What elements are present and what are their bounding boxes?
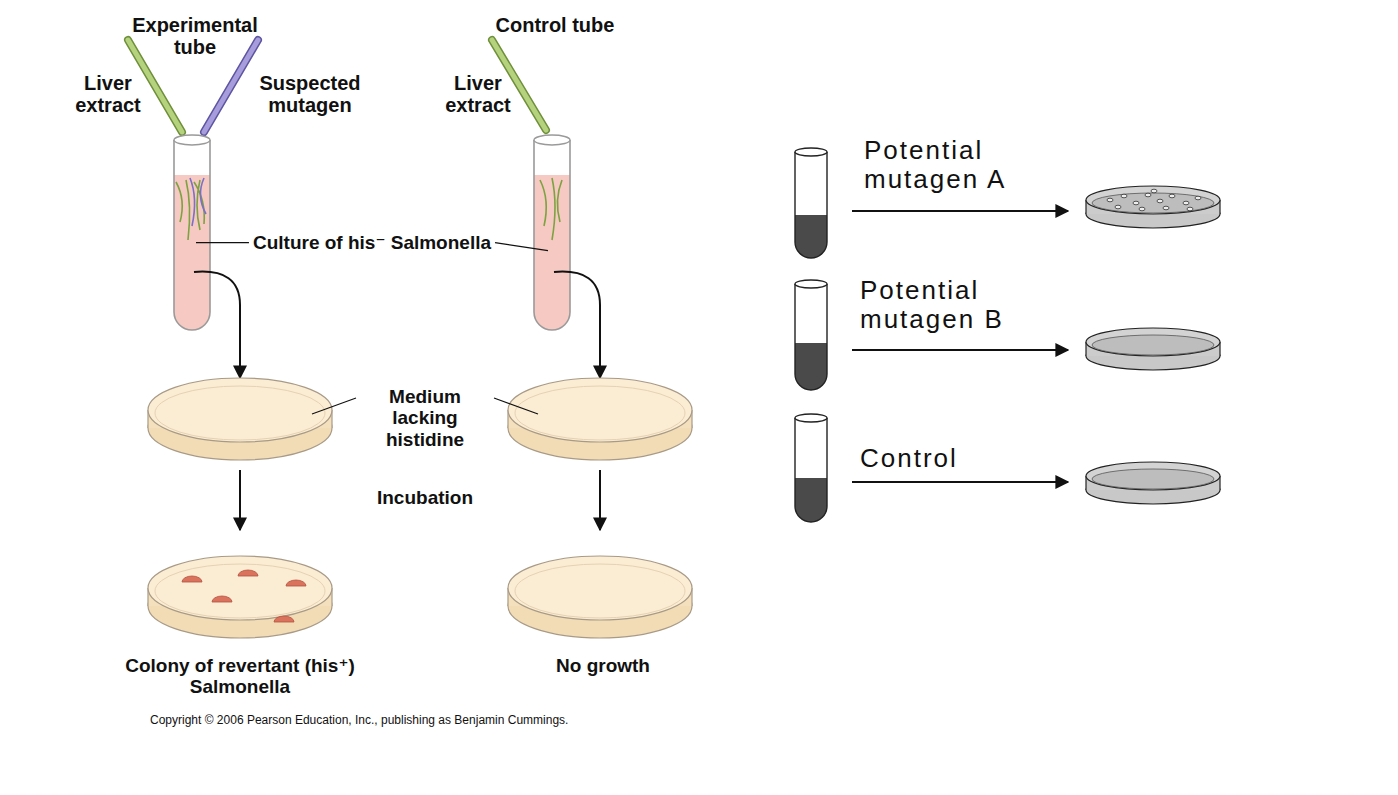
transfer-arrow	[554, 272, 600, 378]
illustration-part	[795, 280, 827, 288]
petri-dish	[508, 556, 692, 638]
illustration-part	[534, 140, 570, 330]
illustration-part	[1183, 201, 1189, 205]
illustration-part	[1139, 207, 1145, 211]
petri-dish	[1086, 328, 1220, 370]
illustration-part	[212, 596, 232, 602]
illustration-part	[238, 570, 258, 576]
sample-label: Control	[860, 444, 1040, 473]
illustration-part	[190, 178, 206, 226]
result-label: No growth	[523, 655, 683, 676]
illustration-part	[274, 616, 294, 622]
test-tube	[795, 148, 827, 522]
bacterial-colony	[1107, 189, 1201, 211]
illustration-part	[174, 175, 210, 330]
illustration-part	[1145, 193, 1151, 197]
reagent-label: Suspected mutagen	[250, 72, 370, 117]
culture-label: Culture of his⁻ Salmonella	[253, 232, 491, 253]
illustration-part	[795, 148, 827, 156]
illustration-part	[1163, 206, 1169, 210]
leader-lines	[196, 243, 548, 414]
illustration-part	[534, 175, 570, 330]
reagent-label: Liver extract	[63, 72, 153, 117]
illustration-part	[795, 414, 827, 422]
illustration-part	[1151, 189, 1157, 193]
illustration-part	[1195, 196, 1201, 200]
petri-dish	[148, 378, 332, 460]
illustration-part	[795, 152, 827, 258]
illustration-part	[540, 178, 562, 240]
illustration-part	[1115, 205, 1121, 209]
leader-line	[495, 243, 548, 251]
illustration-part	[1133, 201, 1139, 205]
test-tube	[534, 135, 570, 330]
step-label: Incubation	[355, 487, 495, 508]
reagent-label: Liver extract	[433, 72, 523, 117]
sample-label: Potential mutagen A	[864, 136, 1044, 194]
petri-dish	[1086, 462, 1220, 504]
illustration-part	[795, 284, 827, 390]
transfer-arrow	[852, 210, 1068, 212]
illustration-part	[795, 418, 827, 522]
illustration-part	[174, 135, 210, 145]
copyright-note: Copyright © 2006 Pearson Education, Inc.…	[150, 714, 568, 727]
illustration-part	[286, 580, 306, 586]
illustration-part	[795, 478, 827, 522]
leader-line	[196, 242, 249, 243]
illustration-part	[174, 140, 210, 330]
illustration-part	[795, 343, 827, 390]
illustration-part	[1107, 198, 1113, 202]
illustration-part	[1121, 194, 1127, 198]
incubation-arrow	[239, 470, 241, 530]
transfer-arrow	[194, 272, 240, 378]
result-label: Colony of revertant (his⁺) Salmonella	[120, 655, 360, 698]
petri-dish	[508, 378, 692, 460]
illustration-part	[534, 135, 570, 145]
transfer-arrow	[852, 481, 1068, 483]
leader-line	[494, 398, 538, 414]
bacterial-colony	[182, 570, 306, 622]
medium-label: Medium lacking histidine	[360, 386, 490, 450]
illustration-part	[182, 576, 202, 582]
illustration-part	[1187, 207, 1193, 211]
sample-label: Potential mutagen B	[860, 276, 1040, 334]
tube-title: Control tube	[495, 14, 615, 36]
incubation-arrow	[599, 470, 601, 530]
illustration-part	[1157, 199, 1163, 203]
leader-line	[312, 398, 356, 414]
tube-title: Experimental tube	[115, 14, 275, 59]
transfer-arrow	[852, 349, 1068, 351]
petri-dish	[148, 556, 332, 638]
illustration-part	[1169, 194, 1175, 198]
illustration-part	[795, 215, 827, 258]
petri-dish	[1086, 186, 1220, 228]
test-tube	[174, 135, 210, 330]
